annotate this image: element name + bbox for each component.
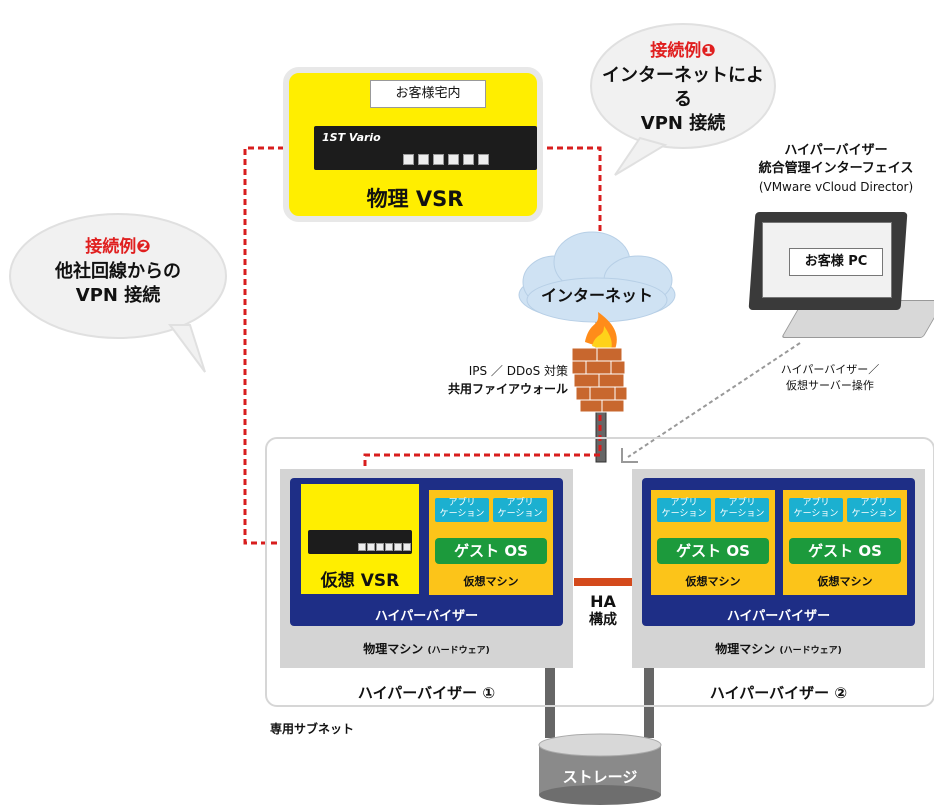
app-line1: アプリ <box>728 498 756 508</box>
hypervisor-label: ハイパーバイザー <box>374 609 479 624</box>
physical-machine-label: 物理マシン (ハードウェア) <box>632 640 925 657</box>
physical-vsr-title: 物理 VSR <box>366 187 464 211</box>
physical-machine-text: 物理マシン <box>363 642 424 656</box>
operation-line2: 仮想サーバー操作 <box>786 379 874 392</box>
storage-link-1 <box>545 668 555 738</box>
physical-machine-text: 物理マシン <box>715 642 776 656</box>
port-icon <box>433 154 444 165</box>
app-line2: ケーション <box>661 509 707 519</box>
guest-os-box: ゲスト OS <box>789 538 901 564</box>
application-box: アプリケーション <box>493 498 547 522</box>
speech-bubble-1 <box>590 23 776 176</box>
example2-line2: VPN 接続 <box>75 285 161 306</box>
virtual-vsr-label: 仮想 VSR <box>320 571 400 591</box>
hypervisor-1-name: ハイパーバイザー ① <box>357 684 496 702</box>
internet-label: インターネット <box>540 286 653 305</box>
operation-label: ハイパーバイザー／ 仮想サーバー操作 <box>760 362 900 394</box>
port-icon <box>448 154 459 165</box>
speech-bubble-2 <box>9 213 227 373</box>
port-icon <box>403 543 411 551</box>
example1-line2: VPN 接続 <box>640 113 726 134</box>
application-box: アプリケーション <box>435 498 489 522</box>
ha-link <box>574 578 632 586</box>
hardware-note: (ハードウェア) <box>427 646 490 656</box>
application-box: アプリケーション <box>657 498 711 522</box>
example2-body: 他社回線からの VPN 接続 <box>20 260 216 308</box>
port-icon <box>376 543 384 551</box>
example2-line1: 他社回線からの <box>55 261 181 282</box>
app-line1: アプリ <box>670 498 698 508</box>
physical-machine-label: 物理マシン (ハードウェア) <box>280 640 573 657</box>
guest-os-box: ゲスト OS <box>657 538 769 564</box>
app-line2: ケーション <box>439 509 485 519</box>
internet-cloud <box>518 231 676 323</box>
port-icon <box>418 154 429 165</box>
port-icon <box>385 543 393 551</box>
virtual-machine-label: 仮想マシン <box>817 575 873 588</box>
dedicated-subnet-label: 専用サブネット <box>270 722 355 736</box>
customer-premises-label: お客様宅内 <box>370 80 486 108</box>
ha-label: HA 構成 <box>575 593 631 629</box>
example1-title: 接続例❶ <box>650 41 716 61</box>
storage-label: ストレージ <box>562 768 638 786</box>
virtual-machine-label: 仮想マシン <box>685 575 741 588</box>
firewall-icon <box>571 312 628 413</box>
physical-vsr-device: 1ST Vario <box>314 126 537 170</box>
firewall-line2: 共用ファイアウォール <box>447 382 568 396</box>
app-line1: アプリ <box>448 498 476 508</box>
guest-os-box: ゲスト OS <box>435 538 547 564</box>
hypervisor-label: ハイパーバイザー <box>726 609 831 624</box>
port-icon <box>463 154 474 165</box>
storage-link-2 <box>644 668 654 738</box>
management-line3: (VMware vCloud Director) <box>758 180 914 194</box>
ha-line1: HA <box>590 592 616 611</box>
port-icon <box>394 543 402 551</box>
operation-line1: ハイパーバイザー／ <box>780 363 880 376</box>
application-box: アプリケーション <box>789 498 843 522</box>
example1-body: インターネットによる VPN 接続 <box>594 64 772 136</box>
app-line2: ケーション <box>793 509 839 519</box>
app-line2: ケーション <box>719 509 765 519</box>
storage-cylinder <box>538 733 662 805</box>
app-line2: ケーション <box>851 509 897 519</box>
app-line1: アプリ <box>860 498 888 508</box>
example1-line1: インターネットによる <box>602 65 764 110</box>
management-line2: 統合管理インターフェイス <box>758 161 914 176</box>
hypervisor-2-name: ハイパーバイザー ② <box>709 684 848 702</box>
device-brand: 1ST Vario <box>322 131 381 144</box>
port-icon <box>358 543 366 551</box>
app-line2: ケーション <box>497 509 543 519</box>
management-interface-label: ハイパーバイザー 統合管理インターフェイス (VMware vCloud Dir… <box>738 142 934 196</box>
firewall-label: IPS ／ DDoS 対策 共用ファイアウォール <box>404 362 568 398</box>
management-line1: ハイパーバイザー <box>784 143 888 158</box>
hardware-note: (ハードウェア) <box>779 646 842 656</box>
firewall-line1: IPS ／ DDoS 対策 <box>468 364 568 378</box>
ha-line2: 構成 <box>589 612 617 628</box>
example2-title: 接続例❷ <box>85 237 151 257</box>
application-box: アプリケーション <box>847 498 901 522</box>
app-line1: アプリ <box>506 498 534 508</box>
port-icon <box>367 543 375 551</box>
port-icon <box>478 154 489 165</box>
virtual-machine-label: 仮想マシン <box>463 575 519 588</box>
port-icon <box>403 154 414 165</box>
app-line1: アプリ <box>802 498 830 508</box>
virtual-vsr-device <box>308 530 412 554</box>
application-box: アプリケーション <box>715 498 769 522</box>
customer-pc-label: お客様 PC <box>789 248 883 276</box>
